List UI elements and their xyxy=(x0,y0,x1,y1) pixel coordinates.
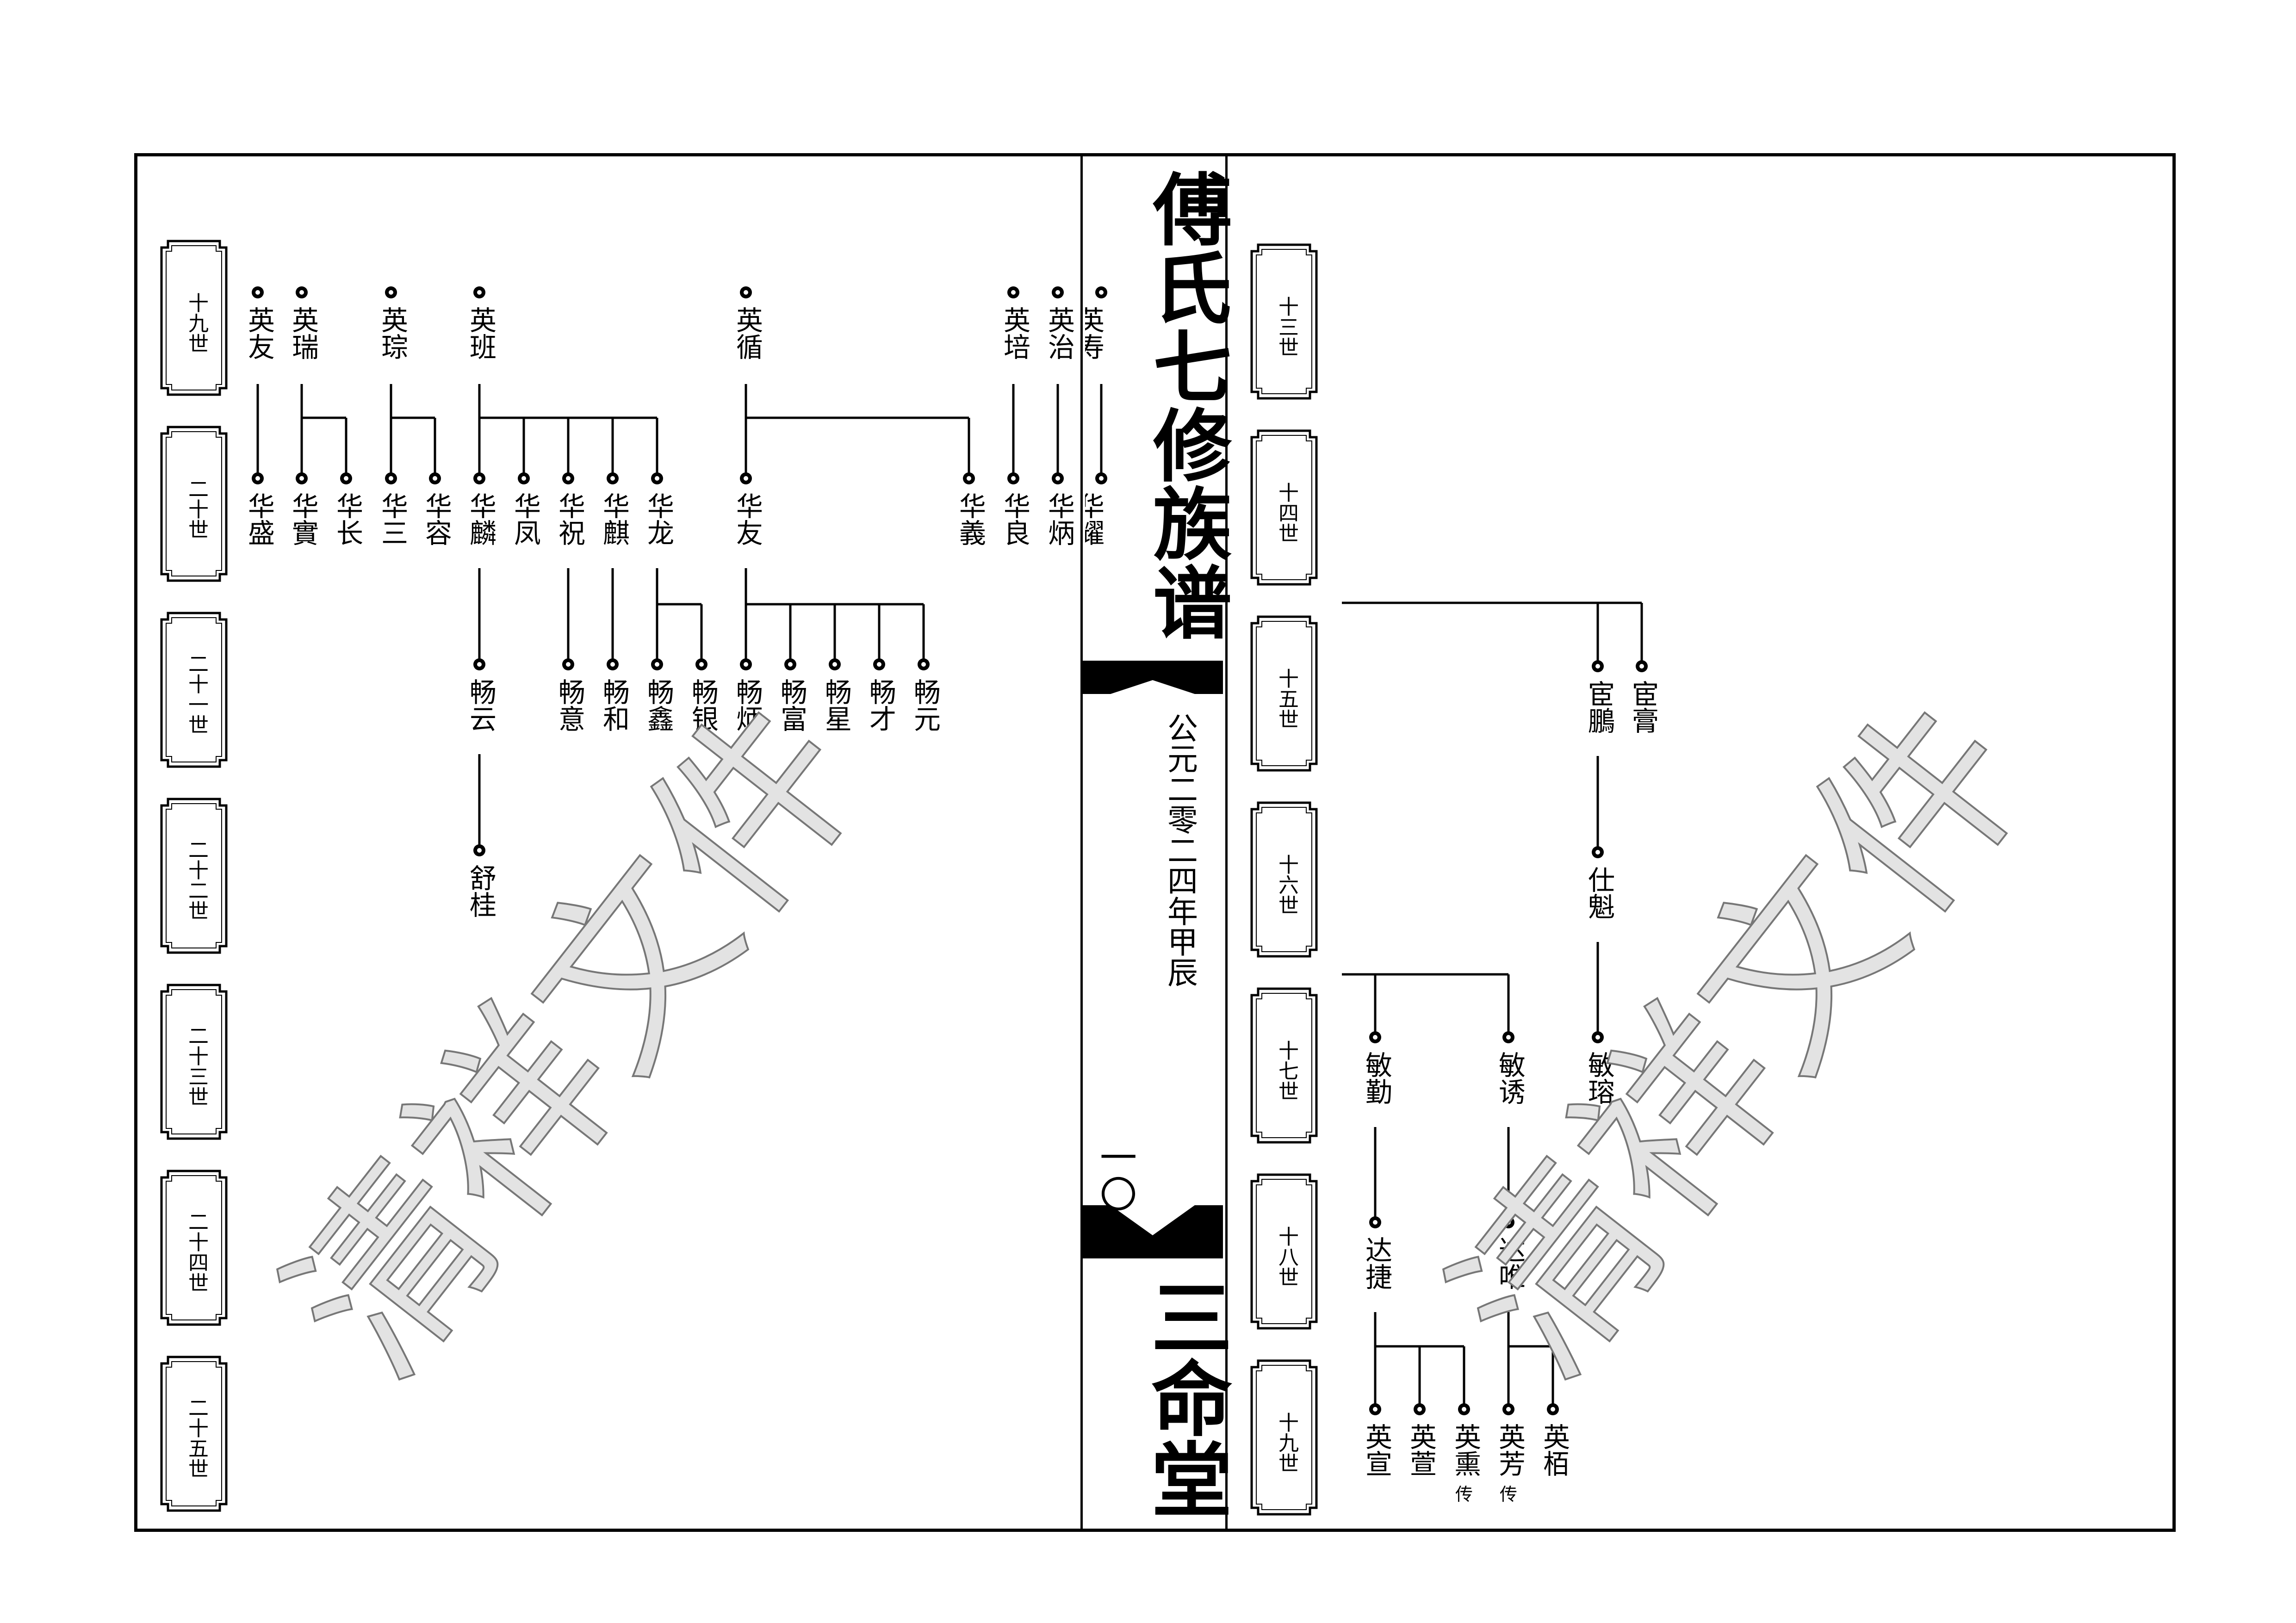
person-name: 华炳 xyxy=(1043,492,1075,546)
gen-label: 二十一世 xyxy=(185,653,208,735)
person-name: 华義 xyxy=(955,492,986,546)
person-name: 宦膏 xyxy=(1627,680,1659,734)
gen-label: 十七世 xyxy=(1275,1040,1298,1101)
person-name: 畅云 xyxy=(465,678,496,732)
person-name: 畅星 xyxy=(820,678,852,732)
person-name: 华三 xyxy=(377,492,408,546)
person-name: 英治 xyxy=(1043,306,1075,360)
note-transmit: 传 xyxy=(1499,1484,1517,1505)
gen-label: 十六世 xyxy=(1275,854,1298,915)
person-name: 畅鑫 xyxy=(643,678,674,732)
person-name: 仕魁 xyxy=(1583,866,1615,920)
person-name: 华實 xyxy=(287,492,319,546)
person-name: 华龙 xyxy=(643,492,674,546)
person-name: 畅元 xyxy=(909,678,941,732)
person-name: 华耀 xyxy=(1085,492,1104,546)
gen-label: 十九世 xyxy=(1275,1412,1298,1473)
person-name: 畅意 xyxy=(554,678,585,732)
gen-label: 十三世 xyxy=(1275,296,1298,357)
person-name: 华麟 xyxy=(465,492,496,546)
spine-left-border xyxy=(1080,153,1083,1532)
person-name: 英班 xyxy=(465,306,496,360)
gen-label: 十九世 xyxy=(185,292,208,353)
spine-band-top xyxy=(1083,661,1223,694)
person-name: 敏勤 xyxy=(1361,1051,1392,1105)
page-number: 一〇 xyxy=(1094,1138,1137,1212)
person-name: 华祝 xyxy=(554,492,585,546)
hall-name: 三命堂 xyxy=(1137,1276,1232,1519)
person-name: 英栢 xyxy=(1539,1423,1570,1477)
person-name: 舒桂 xyxy=(465,864,496,918)
person-name: 畅炳 xyxy=(732,678,763,732)
person-name: 英友 xyxy=(243,306,275,360)
person-name: 华容 xyxy=(421,492,452,546)
gen-label: 二十二世 xyxy=(185,839,208,921)
person-name: 英熏 xyxy=(1450,1423,1481,1477)
gen-label: 二十三世 xyxy=(185,1025,208,1107)
person-name: 英寿 xyxy=(1085,306,1104,360)
person-name: 华长 xyxy=(332,492,363,546)
person-name: 华凤 xyxy=(509,492,541,546)
person-name: 英宣 xyxy=(1361,1423,1392,1477)
spine-right-border xyxy=(1225,153,1228,1532)
gen-label: 十五世 xyxy=(1275,668,1298,729)
page-frame xyxy=(134,153,2176,1532)
person-name: 华友 xyxy=(732,492,763,546)
gen-label: 十八世 xyxy=(1275,1226,1298,1287)
person-name: 达唯 xyxy=(1494,1236,1526,1290)
person-name: 英琮 xyxy=(377,306,408,360)
publication-date: 公元二零二四年甲辰 xyxy=(1162,712,1198,987)
person-name: 畅才 xyxy=(865,678,896,732)
book-title: 傅氏七修族谱 xyxy=(1139,169,1232,641)
person-name: 敏诱 xyxy=(1494,1051,1526,1105)
gen-label: 二十四世 xyxy=(185,1211,208,1293)
person-name: 畅和 xyxy=(598,678,630,732)
person-name: 畅富 xyxy=(776,678,807,732)
person-name: 英瑞 xyxy=(287,306,319,360)
person-name: 华良 xyxy=(999,492,1030,546)
person-name: 华麒 xyxy=(598,492,630,546)
person-name: 英萱 xyxy=(1405,1423,1437,1477)
person-name: 敏瑢 xyxy=(1583,1051,1615,1105)
note-transmit: 传 xyxy=(1455,1484,1473,1505)
left-lines xyxy=(256,384,1103,848)
person-name: 华盛 xyxy=(243,492,275,546)
person-name: 宦鵬 xyxy=(1583,680,1615,734)
person-name: 英循 xyxy=(732,306,763,360)
person-name: 英培 xyxy=(999,306,1030,360)
right-lines xyxy=(1342,601,1643,1406)
person-name: 畅银 xyxy=(687,678,719,732)
gen-label: 十四世 xyxy=(1275,482,1298,543)
gen-label: 二十五世 xyxy=(185,1397,208,1479)
person-name: 英芳 xyxy=(1494,1423,1526,1477)
gen-label: 二十世 xyxy=(185,478,208,539)
spine-band-bottom xyxy=(1083,1205,1223,1258)
person-name: 达捷 xyxy=(1361,1236,1392,1290)
